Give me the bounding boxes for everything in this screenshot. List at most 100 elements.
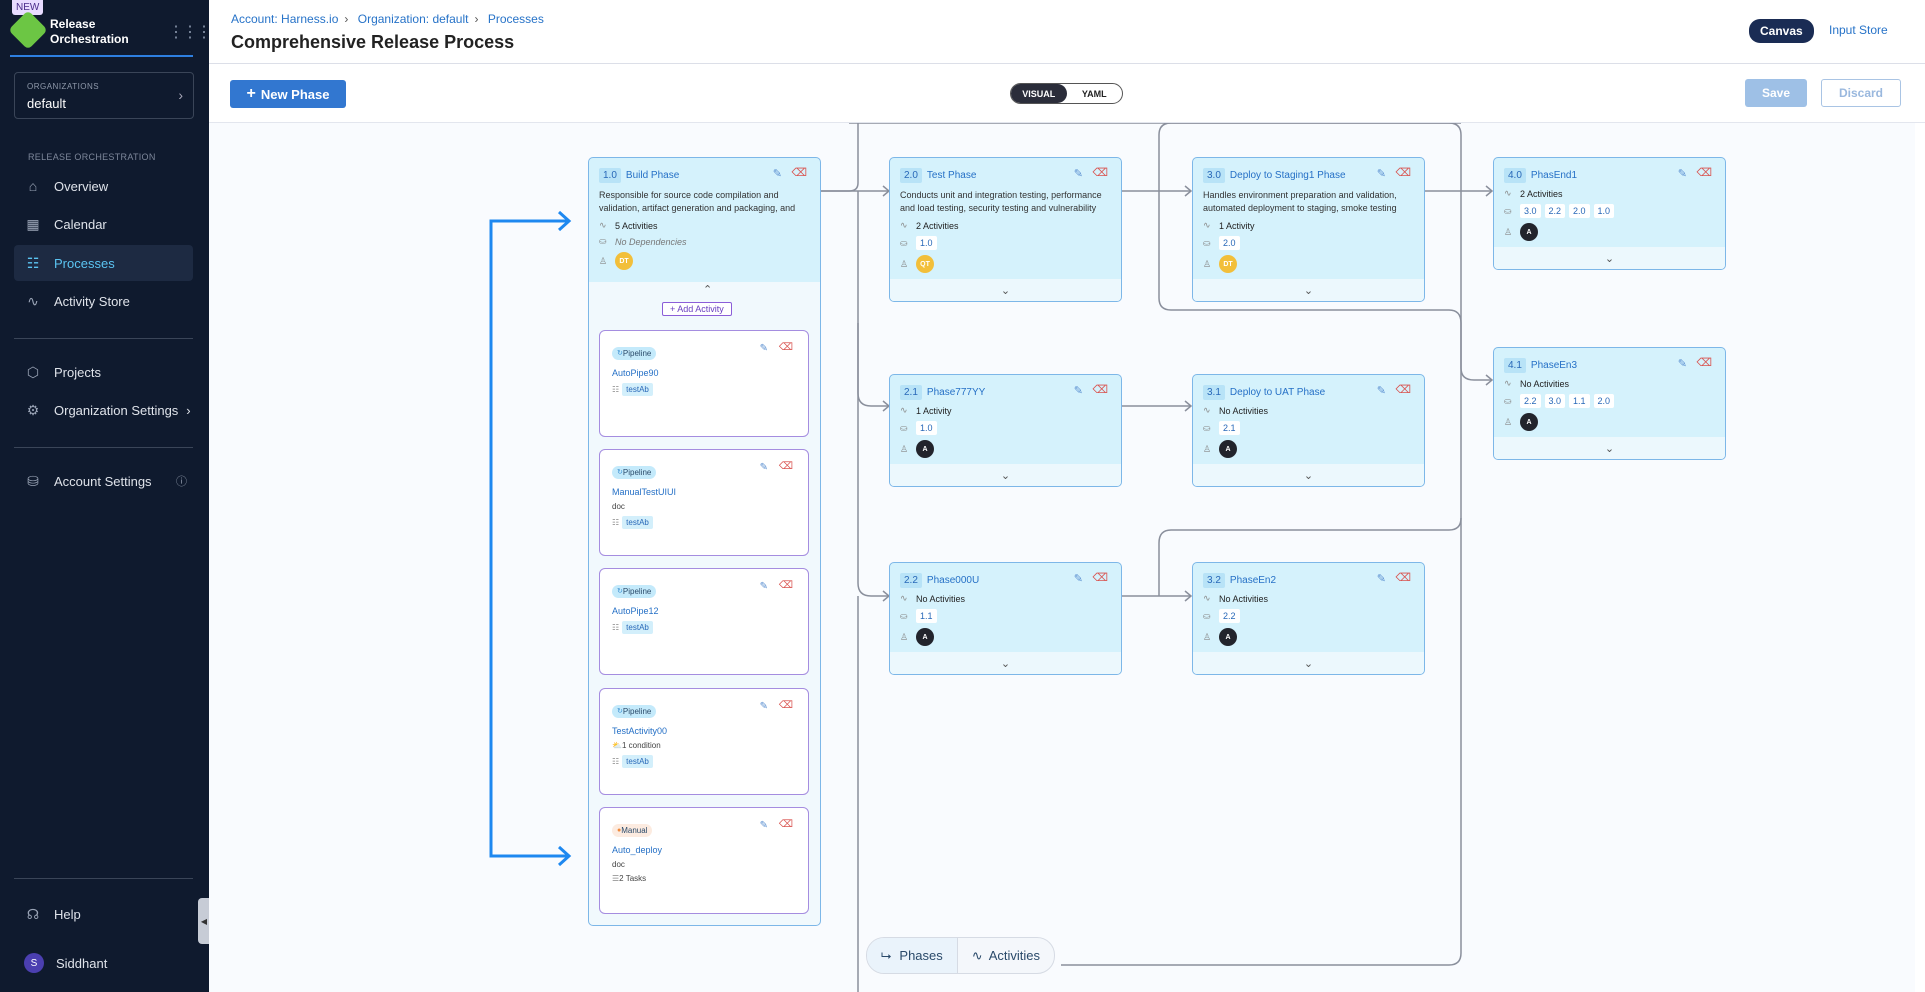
edit-icon[interactable]: ✎ xyxy=(1073,168,1083,180)
activity-card[interactable]: ↻ Pipeline✎⌫AutoPipe90☷testAb xyxy=(599,330,809,437)
sidebar-item-activity-store[interactable]: ∿Activity Store xyxy=(14,283,193,319)
organization-selector[interactable]: ORGANIZATIONS default › xyxy=(14,72,194,119)
dependency-chip[interactable]: 1.1 xyxy=(1569,394,1590,408)
info-icon[interactable]: ⓘ xyxy=(176,476,187,488)
tab-input-store[interactable]: Input Store xyxy=(1829,23,1888,37)
edit-icon[interactable]: ✎ xyxy=(759,581,768,592)
edit-icon[interactable]: ✎ xyxy=(772,168,782,180)
chevron-up-icon[interactable]: ⌃ xyxy=(703,284,713,296)
add-activity-button[interactable]: + Add Activity xyxy=(662,302,732,316)
edit-icon[interactable]: ✎ xyxy=(1677,168,1687,180)
edit-icon[interactable]: ✎ xyxy=(759,343,768,354)
sidebar-item-projects[interactable]: ⬡Projects xyxy=(14,354,193,390)
sidebar-item-calendar[interactable]: ▦Calendar xyxy=(14,206,193,242)
dependency-chip[interactable]: 2.0 xyxy=(1569,204,1590,218)
sidebar-item-organization-settings[interactable]: ⚙Organization Settings› xyxy=(14,392,193,428)
visual-yaml-toggle[interactable]: VISUAL YAML xyxy=(1010,83,1123,104)
activity-name[interactable]: AutoPipe90 xyxy=(612,368,659,378)
dependency-chip[interactable]: 1.1 xyxy=(916,609,937,623)
trash-icon[interactable]: ⌫ xyxy=(778,819,793,830)
trash-icon[interactable]: ⌫ xyxy=(1092,572,1108,584)
tab-activities[interactable]: ∿Activities xyxy=(958,938,1054,973)
dependency-chip[interactable]: 2.0 xyxy=(1593,394,1615,408)
trash-icon[interactable]: ⌫ xyxy=(778,342,793,353)
expand-button[interactable]: ⌄ xyxy=(1494,437,1725,459)
expand-button[interactable]: ⌄ xyxy=(890,652,1121,674)
trash-icon[interactable]: ⌫ xyxy=(1092,167,1108,179)
edit-icon[interactable]: ✎ xyxy=(1677,358,1687,370)
trash-icon[interactable]: ⌫ xyxy=(1395,384,1411,396)
edit-icon[interactable]: ✎ xyxy=(759,820,768,831)
edit-icon[interactable]: ✎ xyxy=(759,462,768,473)
phase-name[interactable]: Test Phase xyxy=(926,169,977,181)
breadcrumb-organization[interactable]: Organization: default xyxy=(357,12,469,26)
phase-name[interactable]: Deploy to Staging1 Phase xyxy=(1229,169,1346,181)
phase-name[interactable]: Phase000U xyxy=(926,574,980,586)
tab-canvas[interactable]: Canvas xyxy=(1749,19,1814,43)
edit-icon[interactable]: ✎ xyxy=(1376,385,1386,397)
phase-name[interactable]: Phase777YY xyxy=(926,386,986,398)
dependency-chip[interactable]: 2.2 xyxy=(1520,394,1541,408)
activity-name[interactable]: Auto_deploy xyxy=(612,845,663,855)
input-store-tag[interactable]: testAb xyxy=(622,755,653,768)
activity-card[interactable]: ↻ Pipeline✎⌫AutoPipe12☷testAb xyxy=(599,568,809,675)
phase-name[interactable]: PhaseEn2 xyxy=(1229,574,1277,586)
edit-icon[interactable]: ✎ xyxy=(1073,385,1083,397)
breadcrumb-account[interactable]: Account: Harness.io xyxy=(231,12,339,26)
trash-icon[interactable]: ⌫ xyxy=(791,167,807,179)
activity-card[interactable]: ↻ Pipeline✎⌫TestActivity00⛅ 1 condition☷… xyxy=(599,688,809,795)
trash-icon[interactable]: ⌫ xyxy=(1395,572,1411,584)
visual-option[interactable]: VISUAL xyxy=(1011,84,1067,103)
trash-icon[interactable]: ⌫ xyxy=(1696,357,1712,369)
trash-icon[interactable]: ⌫ xyxy=(1092,384,1108,396)
sidebar-item-overview[interactable]: ⌂Overview xyxy=(14,168,193,204)
dependency-chip[interactable]: 2.2 xyxy=(1544,204,1566,218)
collapse-sidebar-button[interactable]: ◀ xyxy=(198,898,210,944)
discard-button[interactable]: Discard xyxy=(1821,79,1901,107)
expand-button[interactable]: ⌄ xyxy=(1193,652,1424,674)
dependency-chip[interactable]: 3.0 xyxy=(1520,204,1541,218)
edit-icon[interactable]: ✎ xyxy=(1376,573,1386,585)
dependency-chip[interactable]: 1.0 xyxy=(916,236,937,250)
dependency-chip[interactable]: 2.0 xyxy=(1219,236,1240,250)
new-phase-button[interactable]: +New Phase xyxy=(230,80,346,108)
dependency-chip[interactable]: 2.1 xyxy=(1219,421,1240,435)
activity-name[interactable]: ManualTestUIUI xyxy=(612,487,677,497)
trash-icon[interactable]: ⌫ xyxy=(778,580,793,591)
sidebar-item-processes[interactable]: ☷Processes xyxy=(14,245,193,281)
phase-name[interactable]: Build Phase xyxy=(625,169,680,181)
yaml-option[interactable]: YAML xyxy=(1081,88,1107,99)
help-button[interactable]: ☊Help xyxy=(14,896,193,932)
edit-icon[interactable]: ✎ xyxy=(1073,573,1083,585)
dependency-chip[interactable]: 3.0 xyxy=(1544,394,1566,408)
edit-icon[interactable]: ✎ xyxy=(759,701,768,712)
dependency-chip[interactable]: 1.0 xyxy=(1593,204,1615,218)
edit-icon[interactable]: ✎ xyxy=(1376,168,1386,180)
phase-name[interactable]: PhaseEn3 xyxy=(1530,359,1578,371)
trash-icon[interactable]: ⌫ xyxy=(778,700,793,711)
trash-icon[interactable]: ⌫ xyxy=(778,461,793,472)
dependency-chip[interactable]: 2.2 xyxy=(1219,609,1240,623)
input-store-tag[interactable]: testAb xyxy=(622,516,653,529)
phase-name[interactable]: PhasEnd1 xyxy=(1530,169,1578,181)
trash-icon[interactable]: ⌫ xyxy=(1395,167,1411,179)
expand-button[interactable]: ⌄ xyxy=(1193,279,1424,301)
activity-name[interactable]: AutoPipe12 xyxy=(612,606,659,616)
dependency-chip[interactable]: 1.0 xyxy=(916,421,937,435)
save-button[interactable]: Save xyxy=(1745,79,1807,107)
tab-phases[interactable]: ⮡Phases xyxy=(867,938,958,973)
breadcrumb-processes[interactable]: Processes xyxy=(487,12,544,26)
